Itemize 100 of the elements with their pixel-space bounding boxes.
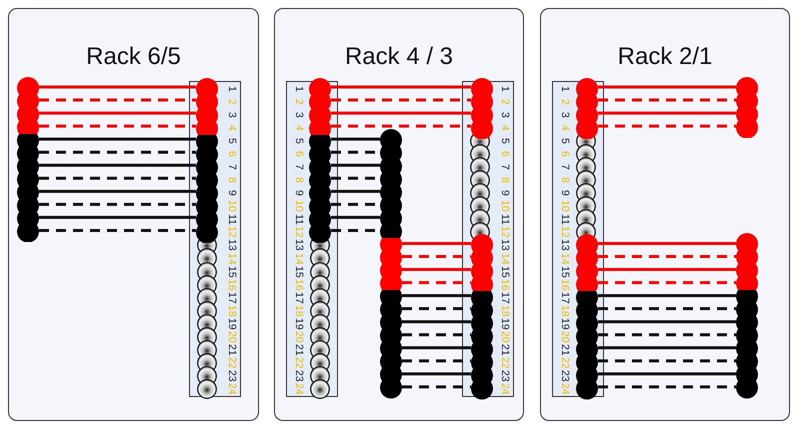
cable-line: [598, 112, 736, 115]
port-number: 9: [226, 190, 237, 196]
cable-line: [598, 385, 736, 388]
port-number: 10: [559, 200, 570, 212]
patch-panel: [189, 81, 241, 397]
port-number: 4: [499, 125, 510, 131]
connector-plug: [309, 212, 331, 244]
port-number: 11: [499, 214, 510, 225]
port-number: 12: [293, 226, 304, 238]
port-number: 15: [293, 266, 304, 278]
port-number: 7: [559, 164, 570, 170]
connector-plug: [576, 108, 598, 140]
cable-line: [598, 320, 736, 324]
port-number: 6: [499, 151, 510, 158]
port-number: 22: [226, 356, 237, 369]
port-number: 2: [559, 99, 570, 105]
port-number: 5: [499, 138, 510, 144]
port-number: 8: [499, 177, 510, 184]
port-number: 11: [293, 214, 304, 225]
cable-line: [331, 216, 380, 219]
cable-line: [598, 294, 736, 298]
port-number: 23: [499, 370, 510, 382]
rack-card: [540, 8, 790, 421]
port-number: 12: [226, 226, 237, 238]
port-number: 12: [559, 226, 570, 238]
cable-line: [598, 307, 736, 310]
port-number: 16: [293, 278, 304, 290]
port-number: 11: [226, 214, 237, 225]
port-number: 24: [499, 382, 510, 395]
port-number: 1: [499, 86, 510, 92]
port-number: 22: [559, 356, 570, 369]
port-number: 10: [226, 200, 237, 212]
port-number: 9: [499, 190, 510, 196]
cable-line: [402, 268, 471, 272]
cable-line: [598, 333, 736, 336]
port-number: 5: [559, 138, 570, 144]
port-number: 21: [226, 344, 237, 356]
port-number: 19: [226, 318, 237, 330]
cable-line: [402, 359, 471, 362]
port-number: 23: [559, 370, 570, 382]
cable-line: [331, 112, 471, 115]
port-number: 14: [499, 252, 510, 264]
cable-line: [39, 164, 196, 167]
port-number: 11: [559, 214, 570, 225]
cable-line: [598, 98, 736, 102]
cable-line: [402, 333, 471, 336]
port-number: 13: [293, 239, 304, 252]
port-number: 13: [499, 239, 510, 252]
port-number: 1: [559, 86, 570, 92]
cable-line: [598, 242, 736, 245]
port-number: 7: [293, 164, 304, 170]
port-number: 23: [293, 370, 304, 382]
port-number: 24: [226, 382, 237, 395]
rack-title: Rack 6/5: [86, 43, 181, 71]
port-number: 4: [293, 125, 304, 131]
cable-line: [331, 138, 380, 141]
cable-line: [598, 359, 736, 362]
port-number: 8: [226, 177, 237, 184]
port-number: 19: [499, 318, 510, 330]
port-number: 20: [559, 330, 570, 342]
port-number: 4: [226, 125, 237, 131]
cable-line: [39, 216, 196, 219]
connector-plug: [736, 108, 758, 138]
port-number: 15: [559, 266, 570, 278]
port-number: 14: [559, 252, 570, 264]
port-number: 16: [559, 278, 570, 290]
port-number: 20: [499, 330, 510, 342]
port-number: 8: [293, 177, 304, 184]
rack-title: Rack 2/1: [618, 43, 712, 71]
port-number: 17: [559, 292, 570, 304]
cable-line: [402, 255, 471, 258]
connector-plug: [471, 108, 493, 140]
cable-line: [598, 124, 736, 128]
port-number: 20: [226, 330, 237, 342]
port-number: 10: [499, 200, 510, 212]
port-number: 20: [293, 330, 304, 342]
port-number: 17: [499, 292, 510, 304]
rack-card: [8, 8, 259, 421]
cable-line: [598, 281, 736, 284]
port-number: 19: [293, 318, 304, 330]
cable-line: [331, 86, 471, 88]
port-number: 10: [293, 200, 304, 212]
port-number: 3: [559, 112, 570, 118]
port-number: 1: [226, 86, 237, 92]
port-number: 17: [293, 292, 304, 304]
cable-line: [331, 190, 380, 193]
connector-plug: [471, 369, 493, 400]
patch-panel: [462, 81, 514, 397]
port-number: 18: [226, 304, 237, 316]
cable-line: [39, 98, 196, 102]
port-number: 2: [226, 99, 237, 105]
port-number: 13: [559, 239, 570, 252]
port-number: 15: [226, 266, 237, 278]
patch-panel: [552, 81, 604, 397]
port-number: 18: [293, 304, 304, 316]
port-number: 5: [293, 138, 304, 144]
port-number: 16: [226, 278, 237, 290]
port-number: 2: [499, 99, 510, 105]
cable-line: [39, 138, 196, 141]
port-number: 16: [499, 278, 510, 290]
